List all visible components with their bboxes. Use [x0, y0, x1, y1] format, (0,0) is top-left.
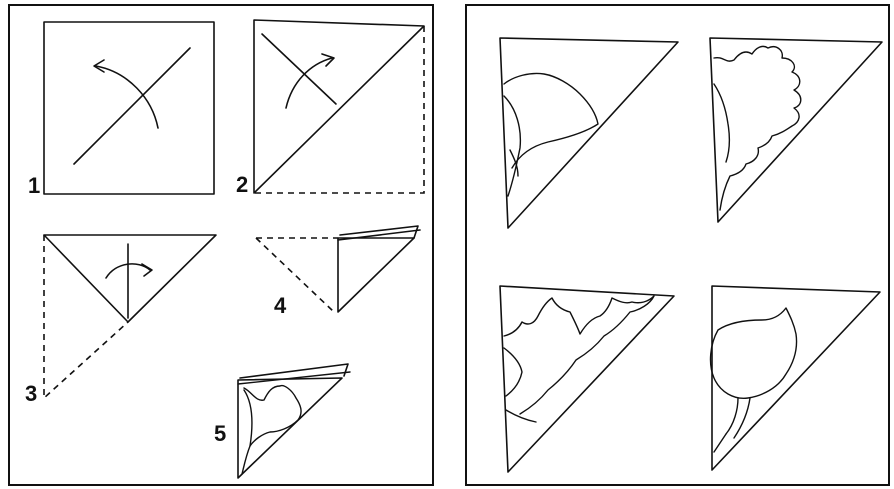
- step-number-4: 4: [274, 293, 287, 318]
- paper-square: [43, 21, 215, 195]
- right-panel: [465, 4, 890, 486]
- round-leaf-outline: [709, 307, 798, 399]
- round-leaf-stem-edge: [733, 397, 751, 439]
- round-leaf-stem-tip: [713, 433, 727, 453]
- folded-wedge: [337, 237, 415, 313]
- oak-leaf-outline: [713, 45, 802, 211]
- left-panel: 1 2 3 4: [8, 4, 434, 486]
- ginkgo-leaf-stem: [503, 95, 522, 197]
- left-panel-frame: [8, 4, 434, 486]
- fold-arrow: [95, 65, 159, 129]
- step-3-triangle: 3: [25, 234, 217, 406]
- template-oak-leaf: [709, 37, 883, 223]
- fold-arrowhead-icon: [141, 263, 153, 277]
- step-4-wedge: 4: [255, 225, 421, 318]
- template-maple-leaf: [499, 285, 675, 473]
- oak-leaf-midrib: [713, 83, 731, 163]
- step-number-3: 3: [25, 381, 37, 406]
- paper-layer-edge: [337, 229, 421, 241]
- template-round-leaf: [709, 285, 881, 471]
- template-triangle: [499, 285, 675, 473]
- template-triangle: [499, 37, 679, 229]
- fold-diagonal: [73, 47, 191, 165]
- paper-layer-edge: [237, 371, 351, 385]
- fold-arrowhead-icon: [321, 53, 335, 67]
- step-number-5: 5: [214, 421, 226, 446]
- template-triangle: [711, 285, 881, 471]
- maple-leaf-stem: [505, 409, 537, 423]
- folded-outline-dashed: [254, 26, 425, 194]
- ginkgo-leaf-stem: [241, 389, 253, 475]
- template-ginkgo-leaf: [499, 37, 679, 229]
- fold-arrowhead-icon: [93, 59, 105, 73]
- fold-line: [261, 33, 337, 105]
- fold-arrow: [285, 57, 333, 109]
- ginkgo-leaf-outline: [243, 384, 302, 447]
- maple-leaf-outline: [503, 295, 655, 415]
- step-number-1: 1: [28, 173, 40, 198]
- step-1-square: 1: [28, 21, 215, 198]
- ginkgo-leaf-outline: [503, 72, 599, 169]
- maple-leaf-lobe: [503, 347, 523, 397]
- step-5-leaf-drawn: 5: [214, 363, 351, 479]
- previous-shape-dashed: [255, 237, 338, 313]
- paper-layers: [339, 225, 419, 239]
- right-panel-frame: [465, 4, 890, 486]
- round-leaf-stem: [725, 397, 739, 435]
- step-number-2: 2: [236, 172, 248, 197]
- step-2-triangle: 2: [236, 19, 425, 197]
- ginkgo-leaf-vein: [509, 149, 519, 177]
- folded-triangle: [253, 19, 425, 194]
- template-triangle: [709, 37, 883, 223]
- fold-arrow: [105, 263, 151, 279]
- triangle-paper: [43, 234, 217, 323]
